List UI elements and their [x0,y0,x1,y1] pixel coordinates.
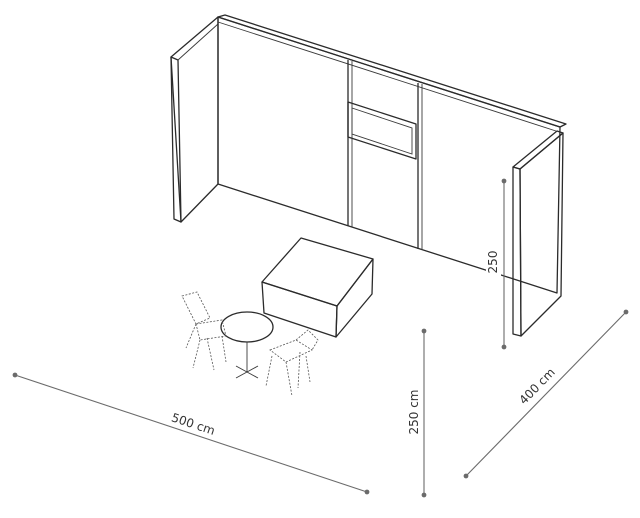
right-side-wall [512,130,564,337]
chair-left [181,291,227,371]
wall-screen [347,101,417,160]
dimension-height: 250 cm [407,328,427,498]
round-table [220,311,274,343]
dimension-height-label: 250 cm [407,389,421,434]
dimension-depth: 400 cm [463,309,629,479]
seating-group [181,291,319,397]
counter-desk [261,237,374,338]
dimension-depth-label: 400 cm [516,365,557,407]
dimension-width: 500 cm [12,372,370,495]
back-wall [217,14,567,294]
dimension-wall-height: 250 [486,178,507,350]
chair-right [265,329,319,397]
dimension-wall-height-label: 250 [486,251,500,274]
left-side-wall [170,16,219,223]
